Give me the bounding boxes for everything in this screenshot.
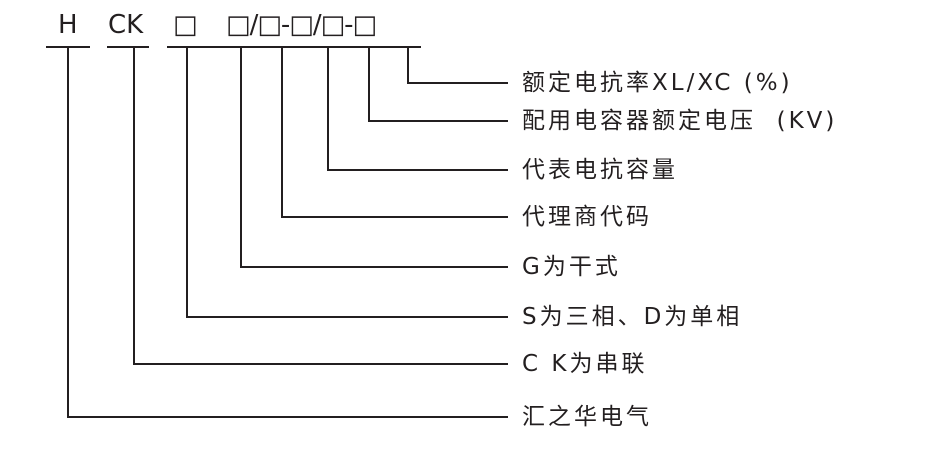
code-series: CK — [108, 10, 144, 40]
leader-capacitor-rated-voltage — [368, 47, 508, 122]
leader-manufacturer — [67, 47, 508, 418]
leader-phase-type — [186, 47, 508, 318]
leader-dry-type — [240, 47, 508, 268]
code-segment-phase: □ — [173, 10, 198, 40]
code-prefix: H — [58, 10, 78, 40]
label-rated-reactance-rate: 额定电抗率XL/XC (%) — [522, 70, 793, 96]
label-reactor-capacity: 代表电抗容量 — [522, 157, 678, 183]
label-agent-code: 代理商代码 — [522, 204, 652, 230]
label-series-type: C K为串联 — [522, 351, 648, 377]
label-capacitor-rated-voltage: 配用电容器额定电压 (KV) — [522, 108, 838, 134]
label-manufacturer: 汇之华电气 — [522, 404, 652, 430]
label-dry-type: G为干式 — [522, 254, 621, 280]
leader-agent-code — [281, 47, 508, 218]
leader-reactor-capacity — [327, 47, 508, 171]
label-phase-type: S为三相、D为单相 — [522, 304, 743, 330]
code-segment-params: □/□-□/□-□ — [226, 10, 377, 40]
leader-rated-reactance-rate — [407, 47, 508, 84]
leader-series-type — [133, 47, 508, 365]
